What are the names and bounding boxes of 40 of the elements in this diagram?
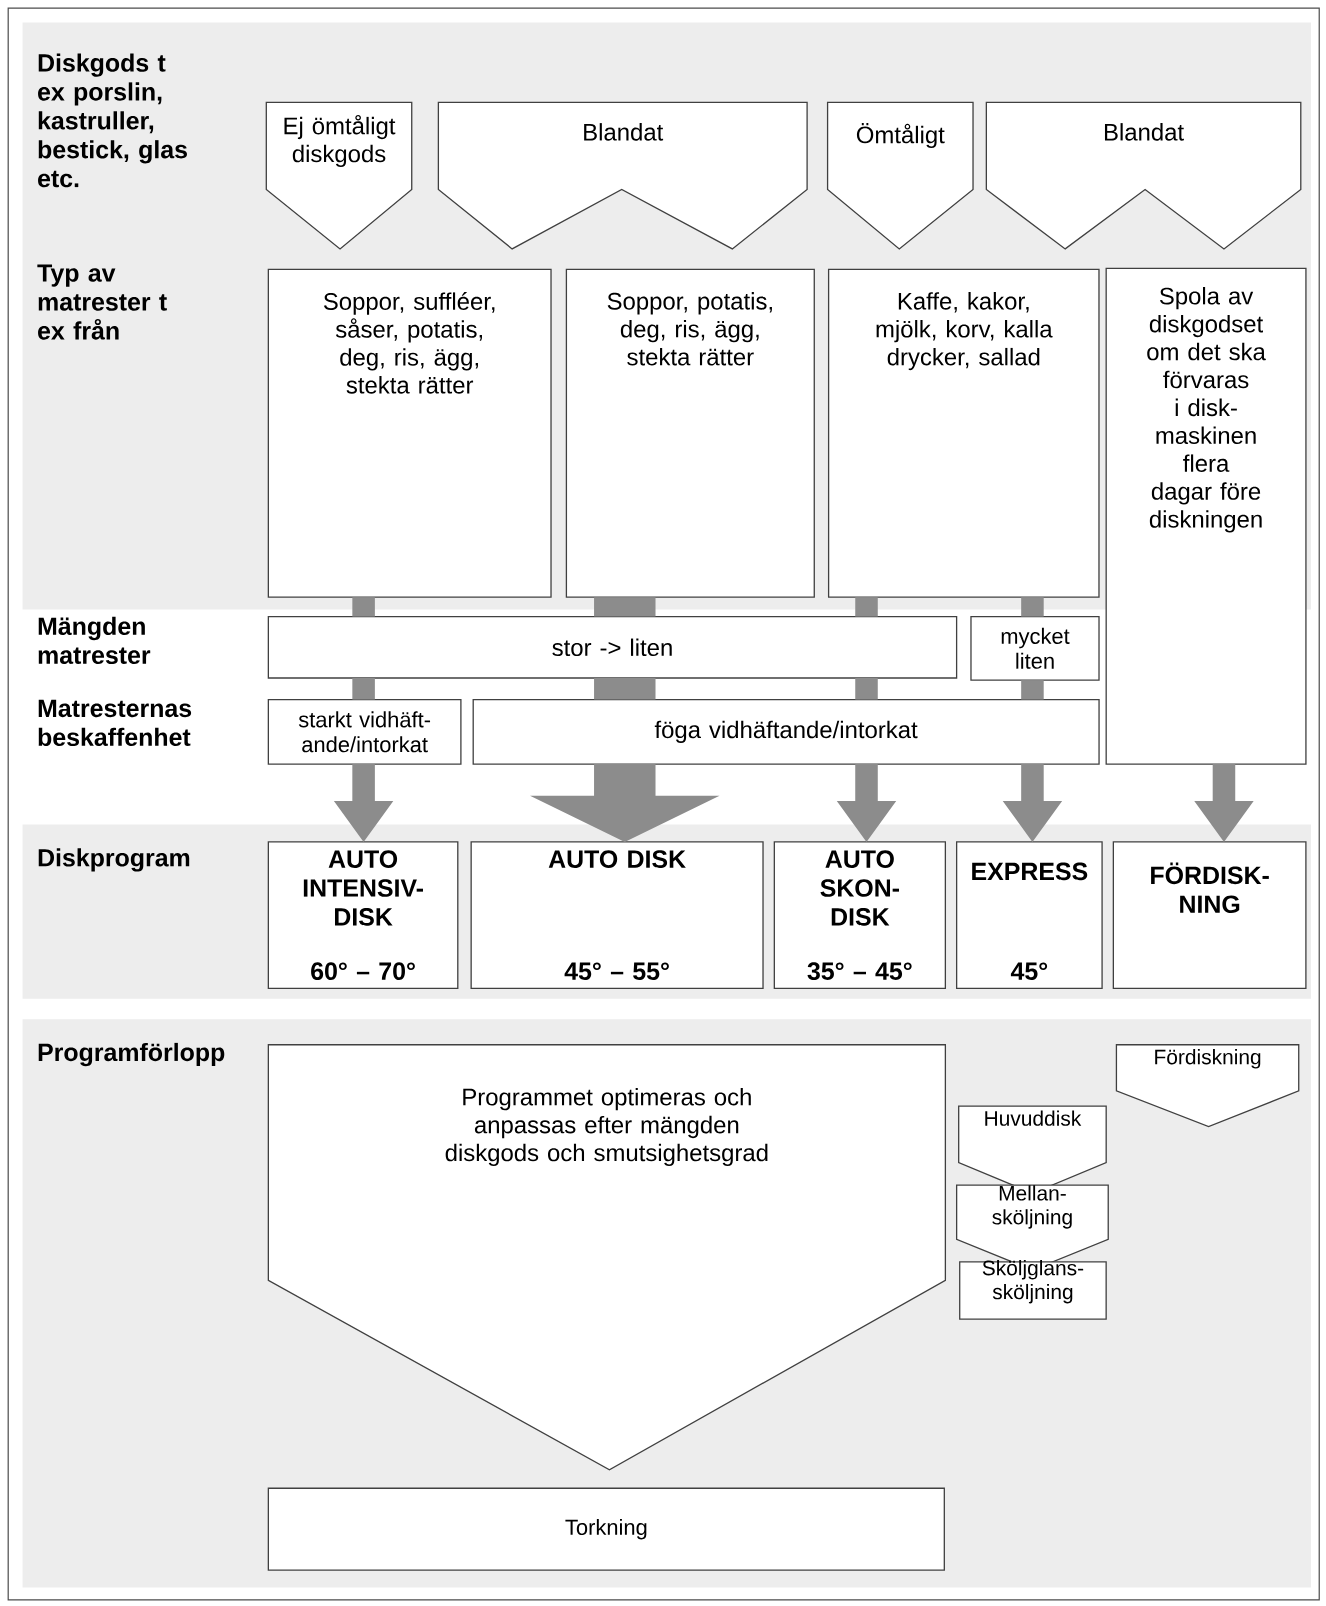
pentagon-label: Programmet optimeras och anpassas efter mängden diskgods och smutsighetsgrad bbox=[267, 1044, 946, 1471]
text-box: Soppor, suffléer, såser, potatis, deg, ris, ägg, stekta rätter bbox=[267, 268, 552, 598]
text-box: Sköljglans-sköljning bbox=[958, 1260, 1107, 1320]
connector-bar bbox=[352, 597, 375, 617]
program-box: FÖRDISK-NING bbox=[1112, 841, 1307, 989]
connector-bar bbox=[593, 597, 656, 617]
program-box: AUTO INTENSIV-DISK 60° – 70° bbox=[267, 841, 459, 989]
pentagon-label: Fördiskning bbox=[1115, 1044, 1300, 1128]
text-box: Torkning bbox=[267, 1487, 945, 1571]
pentagon-label: Blandat bbox=[437, 101, 808, 250]
arrow bbox=[836, 764, 896, 842]
connector-bar bbox=[1021, 680, 1044, 700]
text-box: mycket liten bbox=[970, 615, 1100, 681]
row-heading: Diskgods t ex porslin, kastruller, bestick, glas etc. bbox=[37, 53, 187, 188]
row-heading: Typ av matrester t ex från bbox=[37, 264, 167, 340]
arrow bbox=[1194, 764, 1254, 842]
program-box: EXPRESS 45° bbox=[955, 841, 1103, 989]
pentagon-label: Blandat bbox=[985, 101, 1302, 250]
text-box: Spola av diskgodset om det ska förvaras i disk-maskinen flera dagar före diskningen bbox=[1105, 267, 1307, 765]
text-box: stor -> liten bbox=[267, 615, 958, 679]
row-heading: Diskprogram bbox=[38, 848, 189, 872]
row-heading: Mängden matrester bbox=[38, 616, 151, 664]
text-box: föga vidhäftande/intorkat bbox=[472, 698, 1100, 765]
row-heading: Matresternas beskaffenhet bbox=[38, 699, 191, 747]
arrow bbox=[1002, 764, 1062, 842]
text-box: Soppor, potatis, deg, ris, ägg, stekta rätter bbox=[565, 268, 815, 598]
text-box: Kaffe, kakor, mjölk, korv, kalla drycker, sallad bbox=[827, 268, 1100, 598]
connector-bar bbox=[593, 678, 656, 700]
row-heading: Programförlopp bbox=[38, 1042, 225, 1067]
connector-bar bbox=[855, 597, 878, 617]
arrow bbox=[529, 764, 720, 842]
connector-bar bbox=[855, 678, 878, 700]
pentagon-label: Ej ömtåligt diskgods bbox=[265, 101, 413, 250]
connector-bar bbox=[1021, 597, 1044, 617]
program-box: AUTO SKON-DISK 35° – 45° bbox=[773, 841, 946, 989]
pentagon-label: Ömtåligt bbox=[826, 101, 974, 250]
connector-bar bbox=[352, 678, 375, 700]
program-box: AUTO DISK 45° – 55° bbox=[470, 841, 764, 989]
arrow bbox=[333, 764, 394, 842]
text-box: starkt vidhäft-ande/intorkat bbox=[267, 698, 462, 765]
